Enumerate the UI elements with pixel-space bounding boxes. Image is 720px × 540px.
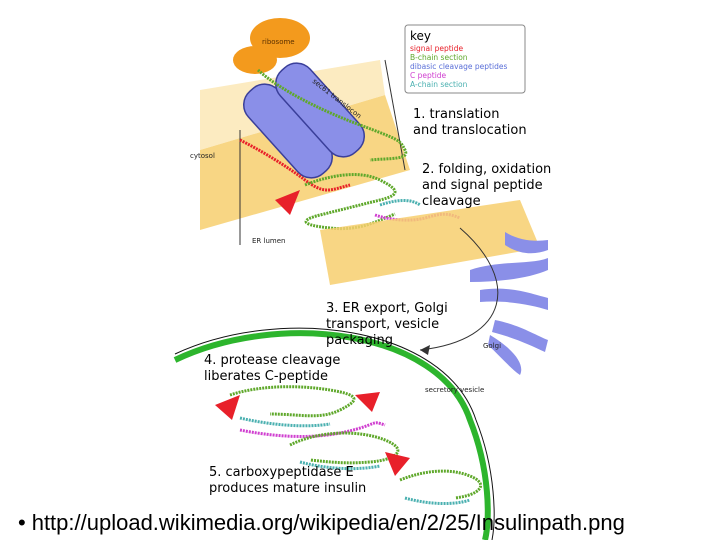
step-4-label: 4. protease cleavage liberates C-peptide — [204, 353, 340, 384]
cleavage-triangle-right — [355, 392, 380, 412]
vesicle-peptide-a-chain-1 — [239, 416, 331, 428]
a-chain-1 — [379, 199, 421, 207]
step-2-line-3: cleavage — [422, 194, 481, 209]
step-1-line-2: and translocation — [413, 123, 527, 138]
transport-arrowhead — [420, 345, 430, 355]
step-3-label: 3. ER export, Golgi transport, vesicle p… — [326, 301, 448, 348]
cleavage-triangle-step5 — [385, 452, 410, 476]
step-2-label: 2. folding, oxidation and signal peptide… — [422, 162, 551, 209]
vesicle-inner-line — [174, 327, 495, 540]
secretory-vesicle-label: secretory vesicle — [425, 386, 484, 394]
step-3-line-1: 3. ER export, Golgi — [326, 301, 448, 316]
ribosome-label: ribosome — [262, 38, 295, 46]
key-box — [404, 24, 526, 94]
step-2-line-2: and signal peptide — [422, 178, 543, 193]
vesicle-peptide-a-chain-2 — [299, 460, 381, 471]
step-4-line-1: 4. protease cleavage — [204, 353, 340, 368]
golgi-label: Golgi — [483, 342, 501, 350]
step-2-line-1: 2. folding, oxidation — [422, 162, 551, 177]
step-5-label: 5. carboxypeptidase E produces mature in… — [209, 465, 366, 496]
step-4-line-2: liberates C-peptide — [204, 369, 328, 384]
step-3-line-2: transport, vesicle — [326, 317, 439, 332]
secretory-vesicle-membrane — [173, 330, 491, 540]
er-boundary — [384, 59, 406, 171]
key-title: key — [410, 29, 431, 43]
key-item: C peptide — [410, 71, 447, 80]
signal-peptide-chain — [239, 138, 351, 192]
key-item: signal peptide — [410, 44, 463, 53]
step-1-label: 1. translation and translocation — [413, 107, 527, 138]
vesicle-peptide-b-chain-1 — [229, 385, 356, 418]
er-export-band — [320, 200, 540, 285]
signal-peptide-triangle-1 — [275, 190, 300, 215]
key-item: B-chain section — [410, 53, 468, 62]
vesicle-peptide-b-chain-2 — [289, 431, 400, 465]
cleavage-triangle-left — [215, 395, 240, 420]
cytosol-label: cytosol — [190, 152, 215, 160]
step-5-line-1: 5. carboxypeptidase E — [209, 465, 354, 480]
source-caption: •http://upload.wikimedia.org/wikipedia/e… — [18, 510, 625, 536]
ribosome-shape — [233, 18, 310, 74]
step-3-line-3: packaging — [326, 333, 393, 348]
key-item: A-chain section — [410, 80, 468, 89]
caption-bullet: • — [18, 510, 26, 535]
nascent-peptide-chain — [256, 68, 408, 162]
step-5-line-2: produces mature insulin — [209, 481, 366, 496]
step-1-line-1: 1. translation — [413, 107, 499, 122]
key-item: dibasic cleavage peptides — [410, 62, 507, 71]
caption-url[interactable]: http://upload.wikimedia.org/wikipedia/en… — [31, 510, 625, 535]
transport-arrow — [419, 227, 499, 351]
translocon-shape — [243, 62, 365, 179]
mature-insulin-b-chain — [399, 469, 483, 500]
mature-insulin-a-chain — [404, 496, 471, 506]
golgi-shape — [470, 232, 548, 375]
er-lumen-label: ER lumen — [252, 237, 285, 245]
